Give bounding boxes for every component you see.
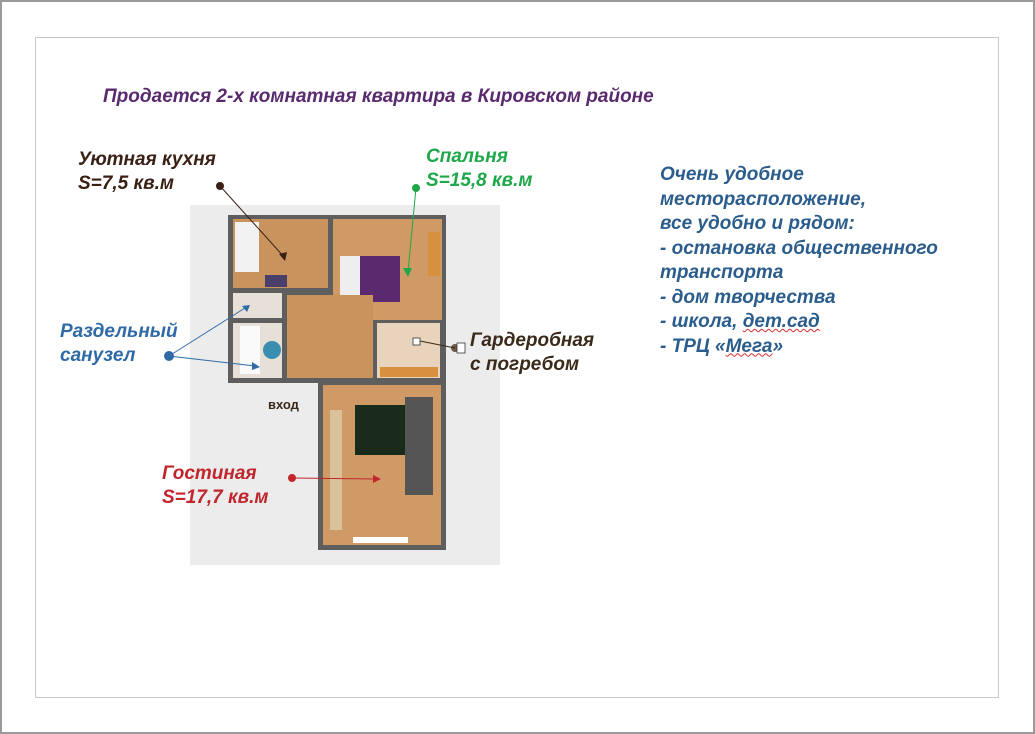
living-name: Гостиная xyxy=(162,463,257,484)
wardrobe-line1: Гардеробная xyxy=(470,330,595,351)
bathroom-label: Раздельный санузел xyxy=(60,320,178,368)
school-text: дет.сад xyxy=(742,311,820,332)
entry-label: вход xyxy=(268,397,299,412)
kitchen-stove xyxy=(235,222,259,272)
toilet-room xyxy=(233,293,282,318)
bedroom-name: Спальня xyxy=(426,146,508,167)
kitchen-name: Уютная кухня xyxy=(78,149,216,170)
info-text: Очень удобное месторасположение, все удо… xyxy=(660,163,938,359)
bed xyxy=(360,256,400,302)
info-line: - остановка общественного xyxy=(660,237,938,259)
info-line: - дом творчества xyxy=(660,286,836,308)
wardrobe-line2: с погребом xyxy=(470,354,580,375)
info-line: транспорта xyxy=(660,262,784,283)
slide-frame xyxy=(35,37,999,698)
mall-suffix: » xyxy=(772,335,784,357)
info-line: Очень удобное xyxy=(660,164,804,185)
page-title: Продается 2-х комнатная квартира в Киров… xyxy=(103,86,654,107)
info-line-mall: - ТРЦ «Мега» xyxy=(660,335,938,360)
wardrobe-label: Гардеробная с погребом xyxy=(470,329,594,377)
living-area: S=17,7 кв.м xyxy=(162,487,269,508)
mall-prefix: - ТРЦ « xyxy=(660,335,726,357)
sofa xyxy=(405,397,433,495)
info-line-school: - школа, дет.сад xyxy=(660,310,938,335)
bathroom-line1: Раздельный xyxy=(60,321,178,342)
bathroom-line2: санузел xyxy=(60,345,136,366)
info-line: месторасположение, xyxy=(660,188,867,210)
kitchen-area: S=7,5 кв.м xyxy=(78,173,174,194)
hallway xyxy=(287,295,373,378)
school-prefix: - школа, xyxy=(660,311,743,332)
info-line: все удобно и рядом: xyxy=(660,213,855,234)
rug xyxy=(355,405,405,455)
mall-text: Мега xyxy=(725,335,773,357)
bedroom-area: S=15,8 кв.м xyxy=(426,170,533,191)
